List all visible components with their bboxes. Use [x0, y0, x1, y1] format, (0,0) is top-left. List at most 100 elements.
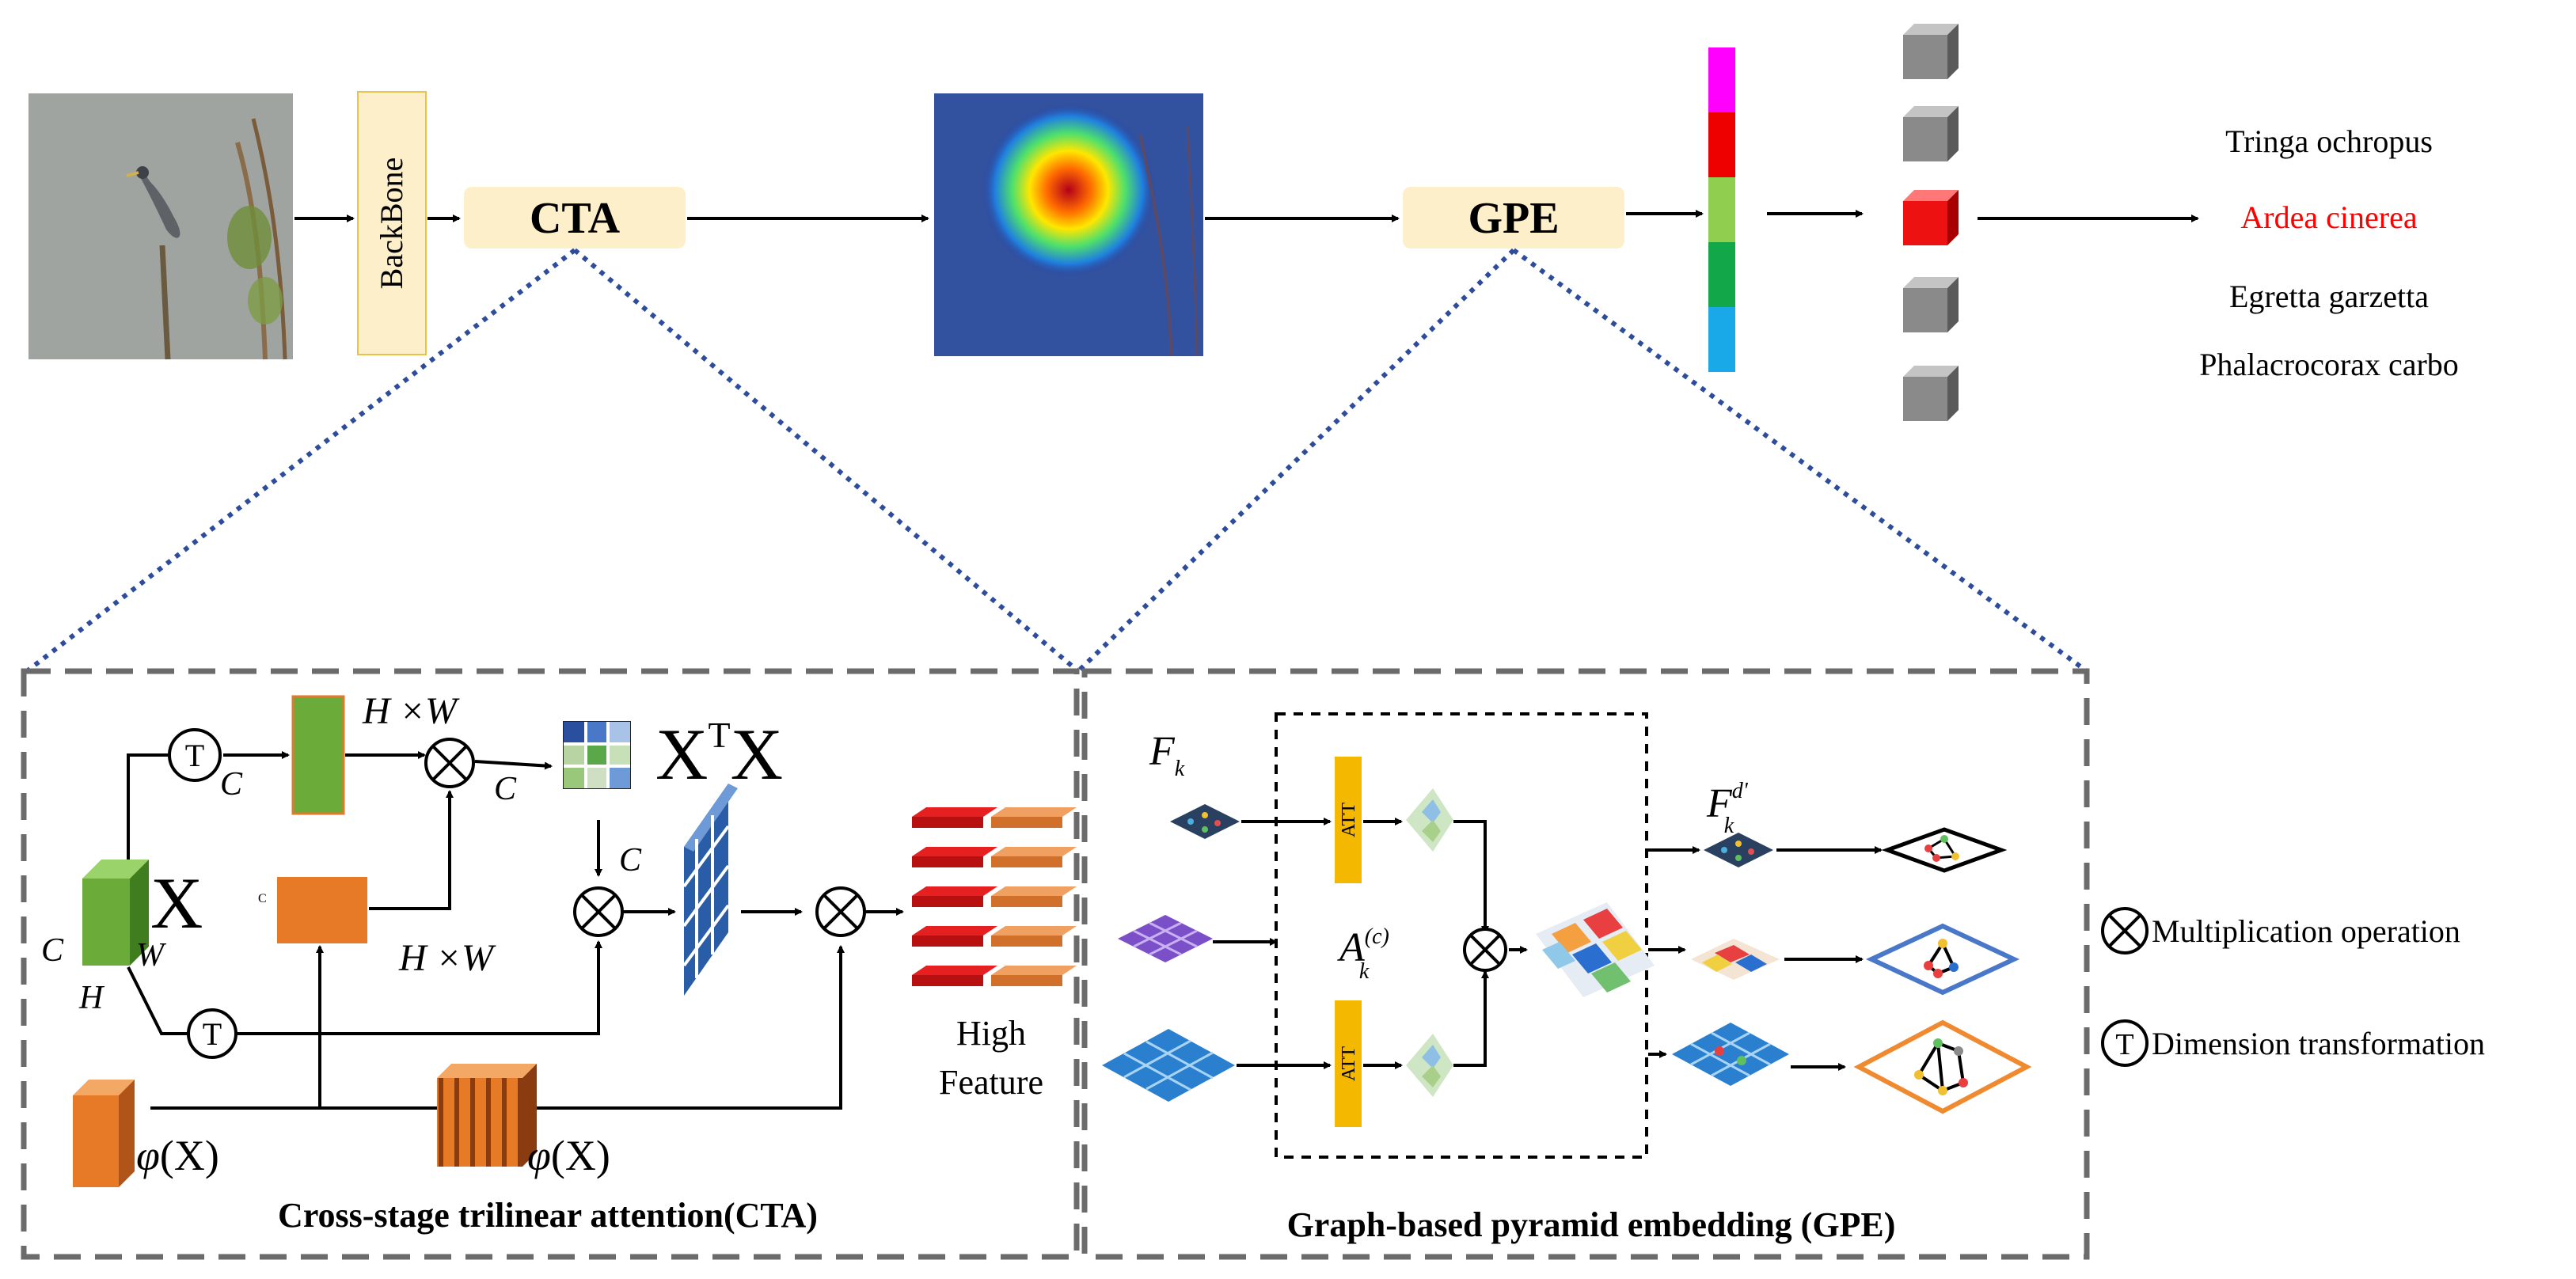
class-cubes	[1903, 24, 1959, 421]
fk-sub: k	[1175, 757, 1185, 781]
feature-segment-3	[1708, 177, 1735, 242]
feature-vector	[1708, 47, 1735, 372]
class-cube-4	[1903, 277, 1959, 332]
attention-map-3d	[682, 784, 738, 996]
xtx-tail: X	[731, 714, 783, 795]
multiply-op-2	[573, 886, 624, 937]
gpe-panel	[1081, 668, 2090, 1260]
feature-segment-4	[1708, 242, 1735, 307]
xtx-base: X	[655, 714, 708, 795]
gpe-arrows	[1213, 818, 1883, 1071]
output-grid-medium	[1691, 939, 1780, 980]
feature-segment-5	[1708, 307, 1735, 372]
legend-multiply-label: Multiplication operation	[2152, 913, 2460, 949]
ak-sub: k	[1359, 959, 1370, 984]
multiply-op-3	[815, 886, 866, 937]
fk-dprime-base: F	[1706, 781, 1733, 826]
class-cube-2	[1903, 106, 1959, 161]
transform-op-lower-symbol: T	[203, 1016, 222, 1052]
gpe-label: GPE	[1468, 194, 1559, 243]
ak-base: A	[1337, 925, 1365, 970]
x-label: X	[150, 863, 203, 943]
xtx-matrix	[563, 721, 631, 789]
class-label-4: Phalacrocorax carbo	[2199, 347, 2459, 382]
phi-label-right: φ(X)	[527, 1132, 610, 1179]
cta-label: CTA	[530, 194, 621, 243]
graph-embedding-small	[1881, 827, 2008, 873]
feature-label: Feature	[939, 1063, 1043, 1102]
backbone-box	[357, 91, 427, 355]
graph-embedding-large	[1853, 1019, 2032, 1114]
xtx-sup: T	[708, 715, 730, 755]
high-label: High	[956, 1014, 1026, 1053]
transform-op-upper	[168, 728, 222, 782]
ak-label: A(c) k	[1337, 924, 1389, 984]
transform-op-upper-symbol: T	[185, 738, 204, 773]
multiply-op-1	[424, 738, 475, 788]
feature-segment-2	[1708, 112, 1735, 177]
fk-label: Fk	[1149, 729, 1185, 781]
att-block	[1275, 712, 1648, 1159]
cta-panel	[21, 668, 1080, 1260]
legend-transform-symbol: T	[2115, 1028, 2133, 1061]
hw-label-mid: H ×W	[398, 937, 496, 979]
transposed-feature	[291, 695, 345, 815]
fk-dprime-sub: k	[1724, 814, 1734, 838]
class-label-3: Egretta garzetta	[2229, 279, 2429, 314]
xtx-label: XTX	[655, 714, 783, 795]
cta-box	[464, 187, 686, 249]
att-bar-upper	[1335, 757, 1362, 883]
feature-segment-1	[1708, 47, 1735, 112]
hw-label-top: H ×W	[362, 690, 460, 732]
feature-grid-small	[1170, 804, 1240, 839]
gpe-title: Graph-based pyramid embedding (GPE)	[1287, 1205, 1896, 1244]
gpe-box	[1403, 187, 1624, 249]
fk-dprime-label: Fd' k	[1706, 779, 1749, 838]
multiply-op-gpe	[1463, 928, 1507, 972]
zoom-lines	[25, 248, 2088, 674]
c-label-cube: C	[41, 932, 64, 969]
orange-feature	[277, 877, 367, 943]
phi-cube-striped	[437, 1064, 537, 1167]
c-label-t-upper: C	[220, 766, 243, 803]
attention-heatmap	[934, 93, 1203, 357]
c-label-small: C	[258, 892, 267, 905]
fk-base: F	[1149, 729, 1176, 774]
high-feature-stack	[912, 807, 1077, 986]
class-label-1: Tringa ochropus	[2225, 123, 2433, 159]
class-cube-1	[1903, 24, 1959, 79]
cta-arrows	[127, 751, 904, 1110]
c-label-xtx: C	[619, 842, 642, 879]
class-label-2: Ardea cinerea	[2240, 199, 2417, 235]
att-label-lower: ATT	[1339, 1046, 1359, 1081]
phi-arg-right: (X)	[551, 1132, 610, 1179]
input-image	[28, 93, 293, 360]
attention-map-upper	[1406, 788, 1453, 852]
output-grid-large	[1672, 1023, 1789, 1086]
output-grid-small	[1704, 833, 1773, 867]
graph-embedding-medium	[1865, 923, 2020, 996]
att-bar-lower	[1335, 1000, 1362, 1127]
c-label-mult1: C	[494, 771, 517, 807]
feature-grid-large	[1102, 1029, 1235, 1102]
attention-map-lower	[1406, 1034, 1453, 1097]
phi-arg-left: (X)	[160, 1132, 219, 1179]
legend-transform-label: Dimension transformation	[2152, 1026, 2485, 1061]
phi-cube-left	[73, 1080, 135, 1187]
w-label-cube: W	[136, 937, 167, 973]
cta-title: Cross-stage trilinear attention(CTA)	[278, 1196, 818, 1235]
phi-symbol-right: φ	[527, 1132, 551, 1179]
legend-transform-icon	[2101, 1019, 2149, 1067]
att-label-upper: ATT	[1339, 803, 1359, 837]
legend-multiply-icon	[2101, 907, 2149, 955]
feature-grid-medium	[1118, 915, 1213, 962]
fk-dprime-sup: d'	[1732, 779, 1749, 803]
top-arrows	[294, 210, 2199, 222]
ak-sup: (c)	[1365, 924, 1389, 949]
fused-attention-map	[1536, 902, 1655, 997]
transform-op-lower	[187, 1008, 237, 1059]
backbone-label: BackBone	[374, 158, 409, 290]
h-label-cube: H	[78, 980, 105, 1016]
x-feature-cube	[82, 860, 149, 966]
